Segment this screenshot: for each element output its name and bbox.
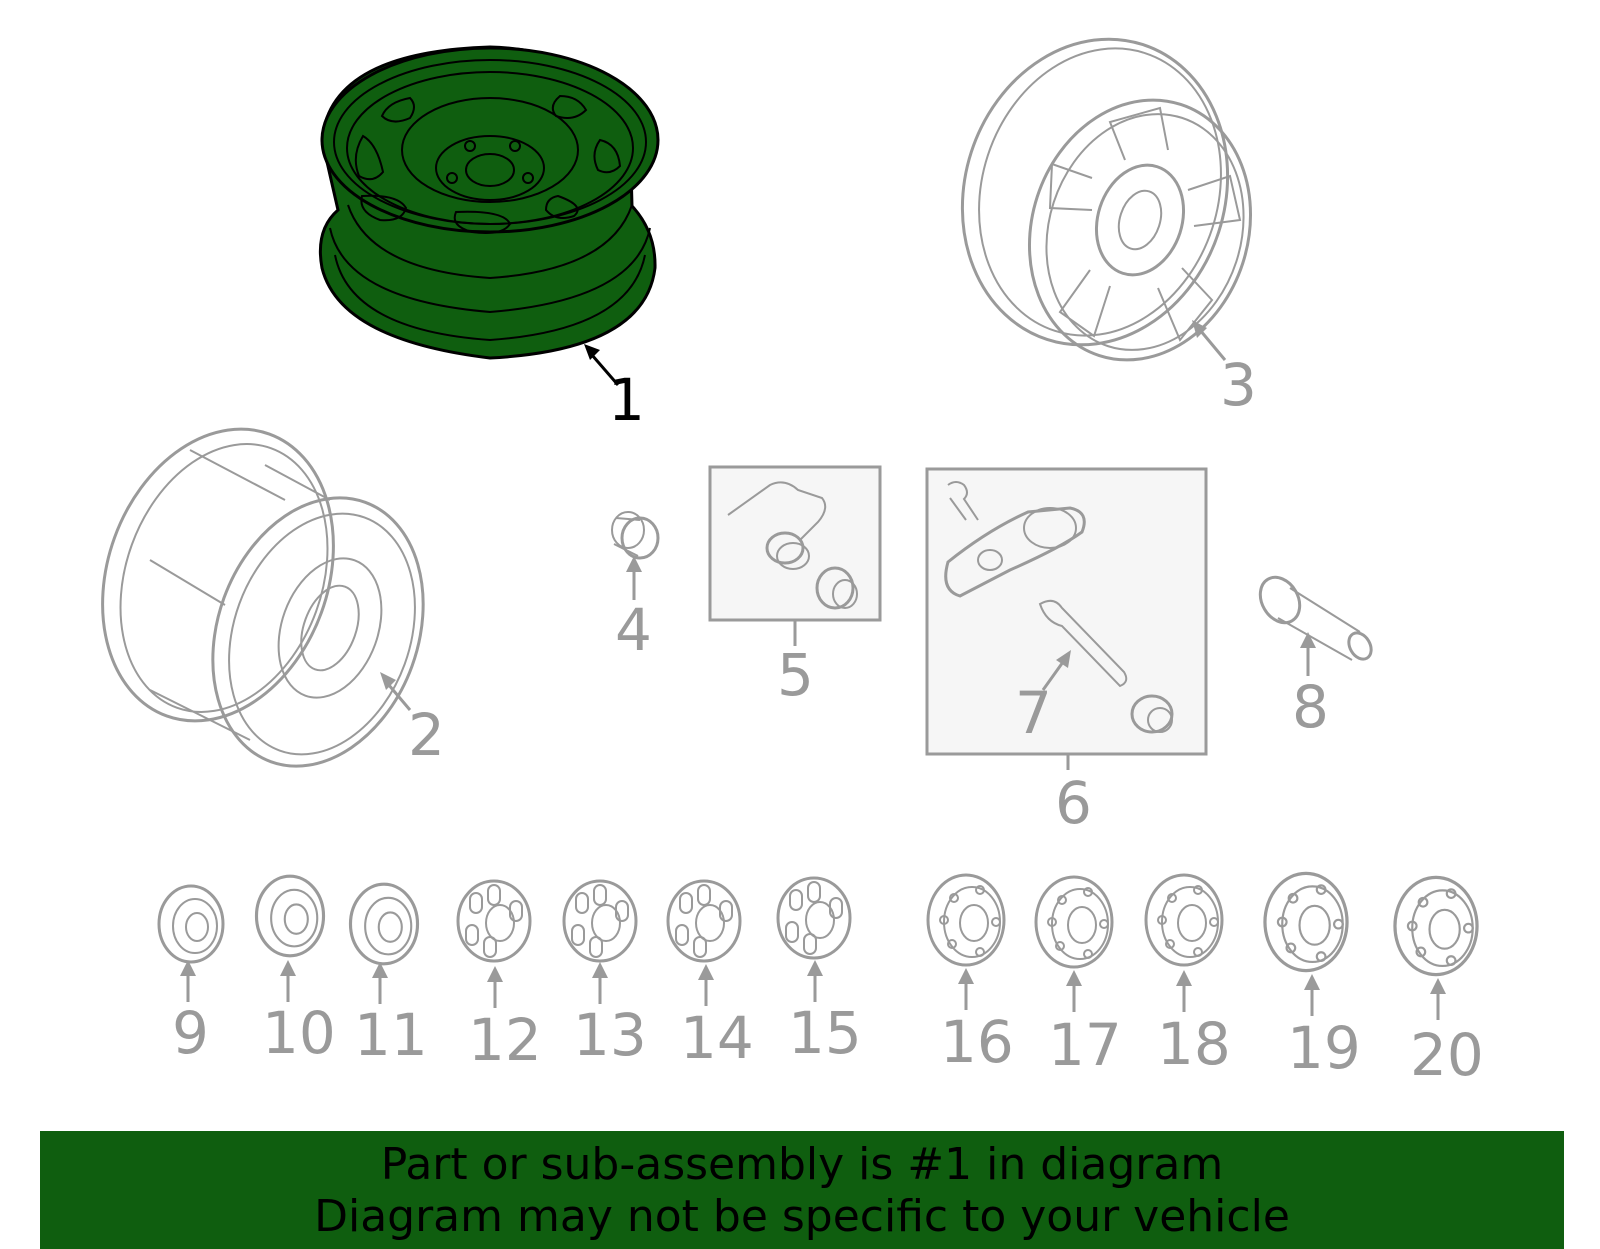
wheel-2-outer-rim bbox=[101, 427, 335, 723]
wheel-2-barrel-lines bbox=[149, 449, 331, 741]
callout-9[interactable]: 9 bbox=[172, 999, 209, 1067]
valve-cap-part-4[interactable] bbox=[611, 511, 660, 560]
wheel-1-bore bbox=[465, 153, 515, 187]
wheel-3-inner-edge bbox=[978, 47, 1222, 337]
callout-17[interactable]: 17 bbox=[1048, 1011, 1122, 1079]
center-cap-part-12[interactable] bbox=[456, 879, 532, 963]
callout-6[interactable]: 6 bbox=[1055, 769, 1092, 837]
callout-2[interactable]: 2 bbox=[408, 701, 445, 769]
center-cap-part-13[interactable] bbox=[562, 879, 638, 963]
callout-19[interactable]: 19 bbox=[1287, 1014, 1361, 1082]
banner-line-part-number: Part or sub-assembly is #1 in diagram bbox=[380, 1139, 1224, 1190]
wheel-part-3[interactable] bbox=[923, 4, 1283, 388]
leader-line-1 bbox=[590, 354, 620, 386]
leader-line-2 bbox=[386, 683, 412, 711]
sensor-kit-part-5[interactable] bbox=[708, 465, 882, 622]
banner-line-disclaimer: Diagram may not be specific to your vehi… bbox=[314, 1191, 1290, 1242]
center-cap-part-9[interactable] bbox=[157, 884, 225, 964]
wheel-3-outer-tire-edge bbox=[960, 37, 1230, 347]
wheel-1-center-disc bbox=[401, 97, 579, 203]
wheel-1-face bbox=[346, 71, 634, 225]
callout-15[interactable]: 15 bbox=[788, 999, 862, 1067]
wheel-2-hub bbox=[277, 557, 383, 699]
callout-13[interactable]: 13 bbox=[573, 1001, 647, 1069]
center-cap-part-15[interactable] bbox=[776, 876, 852, 960]
callout-4[interactable]: 4 bbox=[615, 596, 652, 664]
center-cap-part-19[interactable] bbox=[1263, 871, 1349, 973]
arrowhead-1 bbox=[584, 344, 600, 360]
wheel-part-2[interactable] bbox=[63, 396, 459, 795]
center-cap-part-18[interactable] bbox=[1144, 873, 1224, 967]
wheel-3-face-inner bbox=[1045, 113, 1245, 351]
callout-12[interactable]: 12 bbox=[468, 1006, 542, 1074]
wheel-3-hub bbox=[1094, 163, 1186, 277]
wheel-1-rear-flange bbox=[329, 204, 651, 342]
center-cap-part-16[interactable] bbox=[926, 873, 1006, 967]
tpms-sensor-part-6[interactable] bbox=[925, 467, 1208, 756]
callout-1[interactable]: 1 bbox=[608, 366, 645, 434]
arrowhead-3 bbox=[1192, 320, 1207, 338]
wheel-1-front-rim bbox=[320, 46, 660, 234]
wheel-2-bore bbox=[300, 584, 360, 672]
wheel-2-outer-rim-lip bbox=[119, 443, 329, 713]
arrowhead-2 bbox=[380, 672, 396, 690]
arrowhead-7 bbox=[1056, 650, 1071, 668]
callout-18[interactable]: 18 bbox=[1157, 1010, 1231, 1078]
callout-5[interactable]: 5 bbox=[777, 641, 814, 709]
wheel-2-face-inner bbox=[228, 512, 416, 756]
valve-stem-part-8[interactable] bbox=[1252, 570, 1375, 663]
arrowhead-8 bbox=[1300, 632, 1316, 648]
wheel-part-1[interactable] bbox=[318, 45, 660, 360]
callout-3[interactable]: 3 bbox=[1220, 351, 1257, 419]
center-cap-part-10[interactable] bbox=[254, 874, 326, 958]
callout-20[interactable]: 20 bbox=[1410, 1021, 1484, 1089]
leader-line-3 bbox=[1198, 329, 1227, 361]
wheel-3-bore bbox=[1117, 189, 1163, 251]
callout-14[interactable]: 14 bbox=[680, 1004, 754, 1072]
wheel-3-spokes bbox=[1048, 106, 1242, 342]
wheel-1-hub bbox=[435, 135, 545, 201]
arrowhead-4 bbox=[626, 556, 642, 572]
center-cap-part-17[interactable] bbox=[1034, 875, 1114, 969]
wheel-1-vent-holes bbox=[354, 94, 622, 234]
center-cap-part-20[interactable] bbox=[1393, 875, 1479, 977]
info-banner: Part or sub-assembly is #1 in diagram Di… bbox=[40, 1131, 1564, 1249]
callout-8[interactable]: 8 bbox=[1292, 673, 1329, 741]
center-cap-part-14[interactable] bbox=[666, 879, 742, 963]
callout-10[interactable]: 10 bbox=[262, 999, 336, 1067]
callout-16[interactable]: 16 bbox=[940, 1008, 1014, 1076]
center-cap-part-11[interactable] bbox=[348, 882, 420, 966]
leader-line-7 bbox=[1041, 661, 1065, 691]
callout-11[interactable]: 11 bbox=[354, 1001, 428, 1069]
callout-7[interactable]: 7 bbox=[1015, 679, 1052, 747]
wheel-3-face bbox=[1027, 98, 1253, 362]
wheel-2-face bbox=[211, 496, 425, 768]
